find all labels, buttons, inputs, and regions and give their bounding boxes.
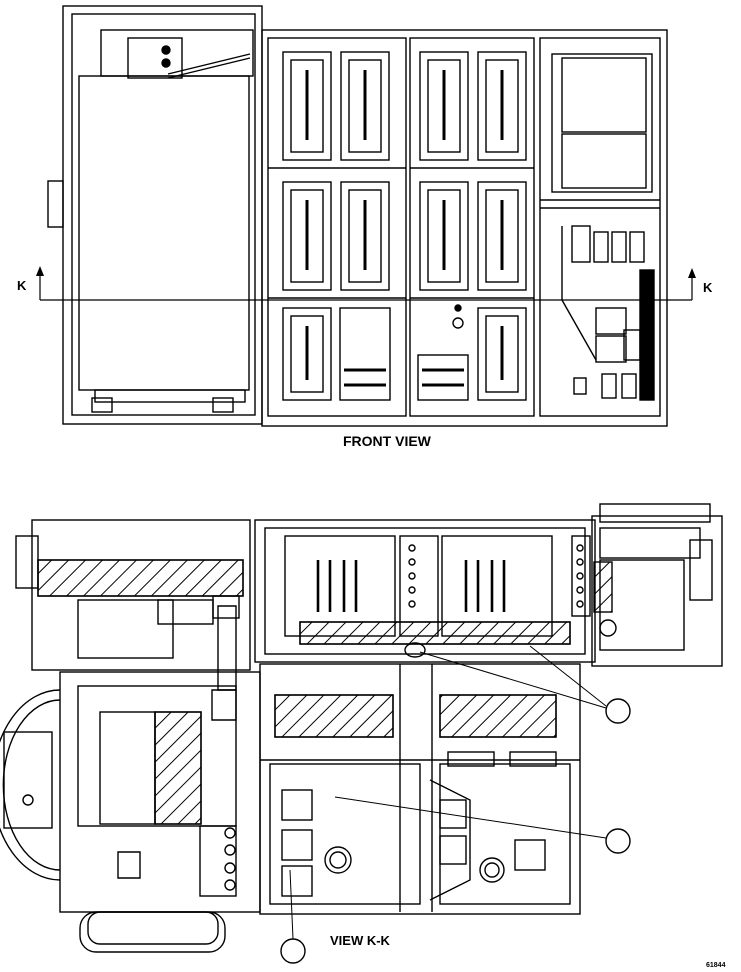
front-view-caption: FRONT VIEW [343, 433, 431, 449]
section-marker-right: K [703, 280, 713, 295]
drawing-number: 61844 [706, 962, 726, 969]
section-view-drawing [0, 503, 723, 964]
section-view-caption: VIEW K-K [330, 933, 390, 948]
front-view-drawing [36, 5, 696, 427]
section-marker-left: K [17, 278, 27, 293]
